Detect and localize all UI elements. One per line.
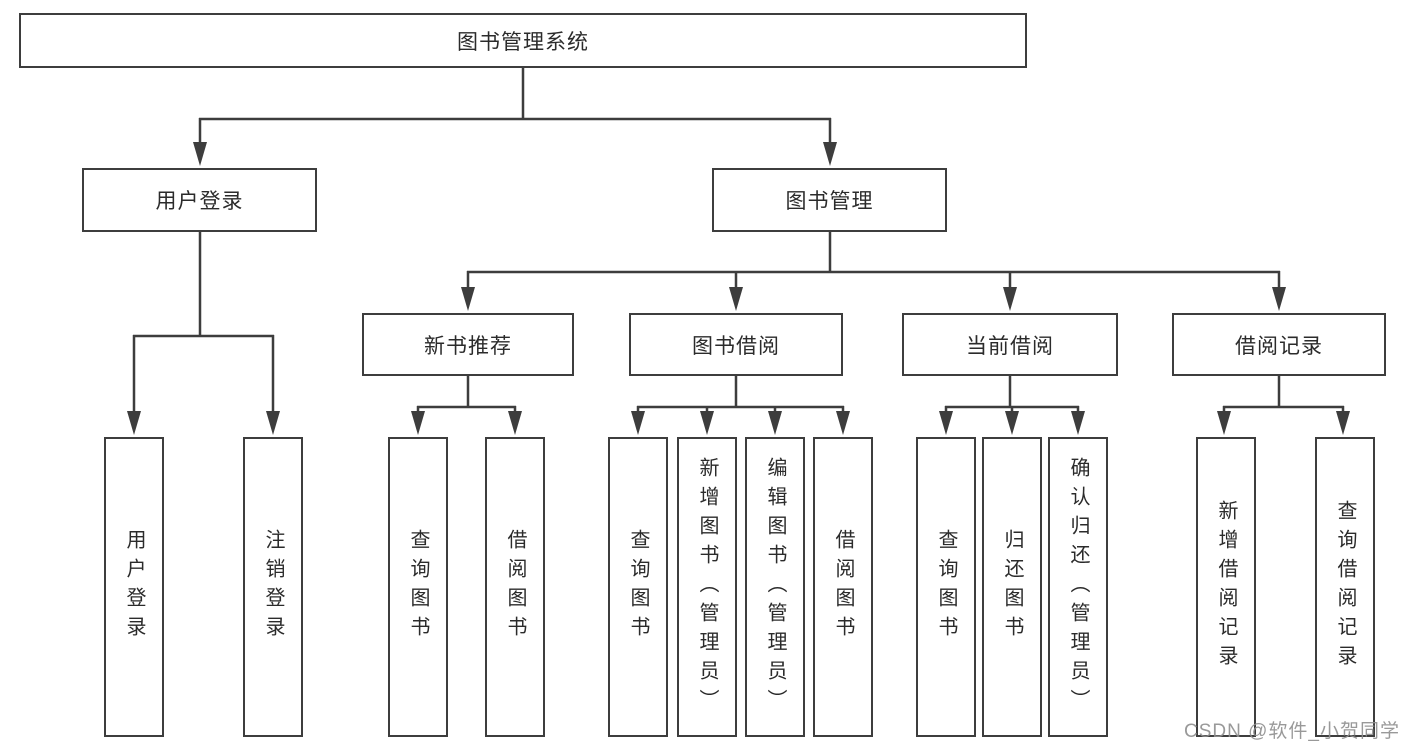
leaf-recommend-query-book: 查询图书 <box>388 437 448 737</box>
leaf-label: 查询借阅记录 <box>1334 500 1356 674</box>
leaf-records-query-record: 查询借阅记录 <box>1315 437 1375 737</box>
node-book-management: 图书管理 <box>712 168 947 232</box>
arrowhead <box>127 411 141 435</box>
leaf-borrow-query-book: 查询图书 <box>608 437 668 737</box>
arrowhead <box>631 411 645 435</box>
arrowhead <box>1272 287 1286 311</box>
arrowhead <box>508 411 522 435</box>
leaf-label: 查询图书 <box>627 529 649 645</box>
node-new-book-recommend: 新书推荐 <box>362 313 574 376</box>
leaf-current-confirm-return-admin: 确认归还（管理员） <box>1048 437 1108 737</box>
leaf-label: 确认归还（管理员） <box>1067 456 1089 718</box>
arrowhead <box>836 411 850 435</box>
arrowhead <box>266 411 280 435</box>
leaf-label: 归还图书 <box>1001 529 1023 645</box>
leaf-label: 查询图书 <box>407 529 429 645</box>
arrowhead <box>768 411 782 435</box>
arrowhead <box>193 142 207 166</box>
leaf-label: 用户登录 <box>123 529 145 645</box>
leaf-label: 注销登录 <box>262 529 284 645</box>
arrowhead <box>411 411 425 435</box>
node-library-management-system: 图书管理系统 <box>19 13 1027 68</box>
arrowhead <box>461 287 475 311</box>
leaf-label: 新增图书（管理员） <box>696 456 718 718</box>
arrowhead <box>1336 411 1350 435</box>
arrowhead <box>1071 411 1085 435</box>
leaf-recommend-borrow-book: 借阅图书 <box>485 437 545 737</box>
node-user-login: 用户登录 <box>82 168 317 232</box>
leaf-label: 编辑图书（管理员） <box>764 456 786 718</box>
arrowhead <box>729 287 743 311</box>
leaf-label: 查询图书 <box>935 529 957 645</box>
leaf-label: 新增借阅记录 <box>1215 500 1237 674</box>
leaf-logout: 注销登录 <box>243 437 303 737</box>
arrowhead <box>700 411 714 435</box>
leaf-user-login: 用户登录 <box>104 437 164 737</box>
leaf-records-add-record: 新增借阅记录 <box>1196 437 1256 737</box>
leaf-current-query-book: 查询图书 <box>916 437 976 737</box>
arrowhead <box>1003 287 1017 311</box>
arrowhead <box>823 142 837 166</box>
leaf-borrow-edit-book-admin: 编辑图书（管理员） <box>745 437 805 737</box>
leaf-borrow-add-book-admin: 新增图书（管理员） <box>677 437 737 737</box>
leaf-label: 借阅图书 <box>504 529 526 645</box>
arrowhead <box>1005 411 1019 435</box>
arrowhead <box>1217 411 1231 435</box>
leaf-current-return-book: 归还图书 <box>982 437 1042 737</box>
node-book-borrow: 图书借阅 <box>629 313 843 376</box>
leaf-label: 借阅图书 <box>832 529 854 645</box>
node-current-borrow: 当前借阅 <box>902 313 1118 376</box>
arrowhead <box>939 411 953 435</box>
leaf-borrow-borrow-book: 借阅图书 <box>813 437 873 737</box>
watermark: CSDN @软件_小贺同学 <box>1184 721 1400 742</box>
node-borrow-records: 借阅记录 <box>1172 313 1386 376</box>
